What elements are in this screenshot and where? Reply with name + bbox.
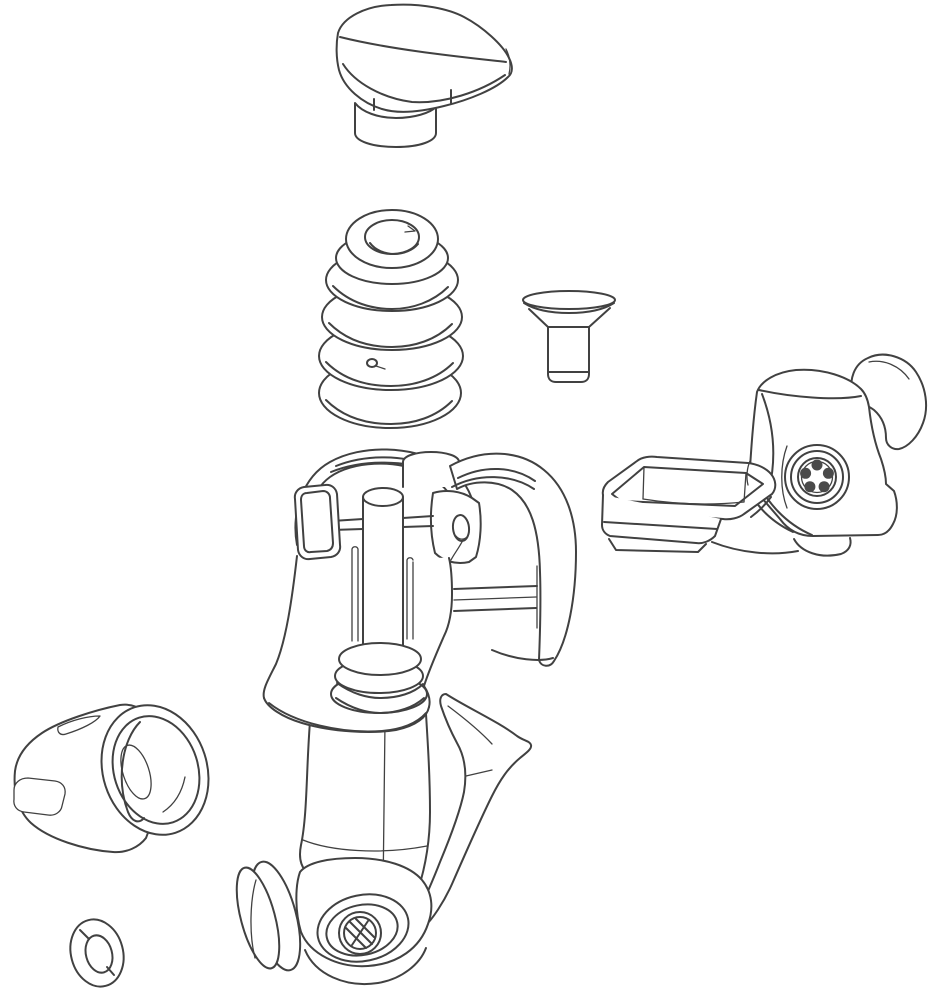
piston-rod xyxy=(362,487,404,659)
master-cylinder-body xyxy=(235,448,577,985)
bleed-port-screw xyxy=(338,911,382,955)
lever-pivot-clamp xyxy=(601,353,928,557)
hose-collar xyxy=(235,860,302,972)
adjuster-knob xyxy=(335,3,513,148)
o-ring xyxy=(69,918,125,988)
countersunk-screw xyxy=(522,290,616,383)
rubber-bellows-boot xyxy=(318,209,464,429)
reach-adjust-barrel xyxy=(13,703,210,854)
torx-bolt-head xyxy=(784,444,850,510)
washer-stack xyxy=(330,642,428,714)
